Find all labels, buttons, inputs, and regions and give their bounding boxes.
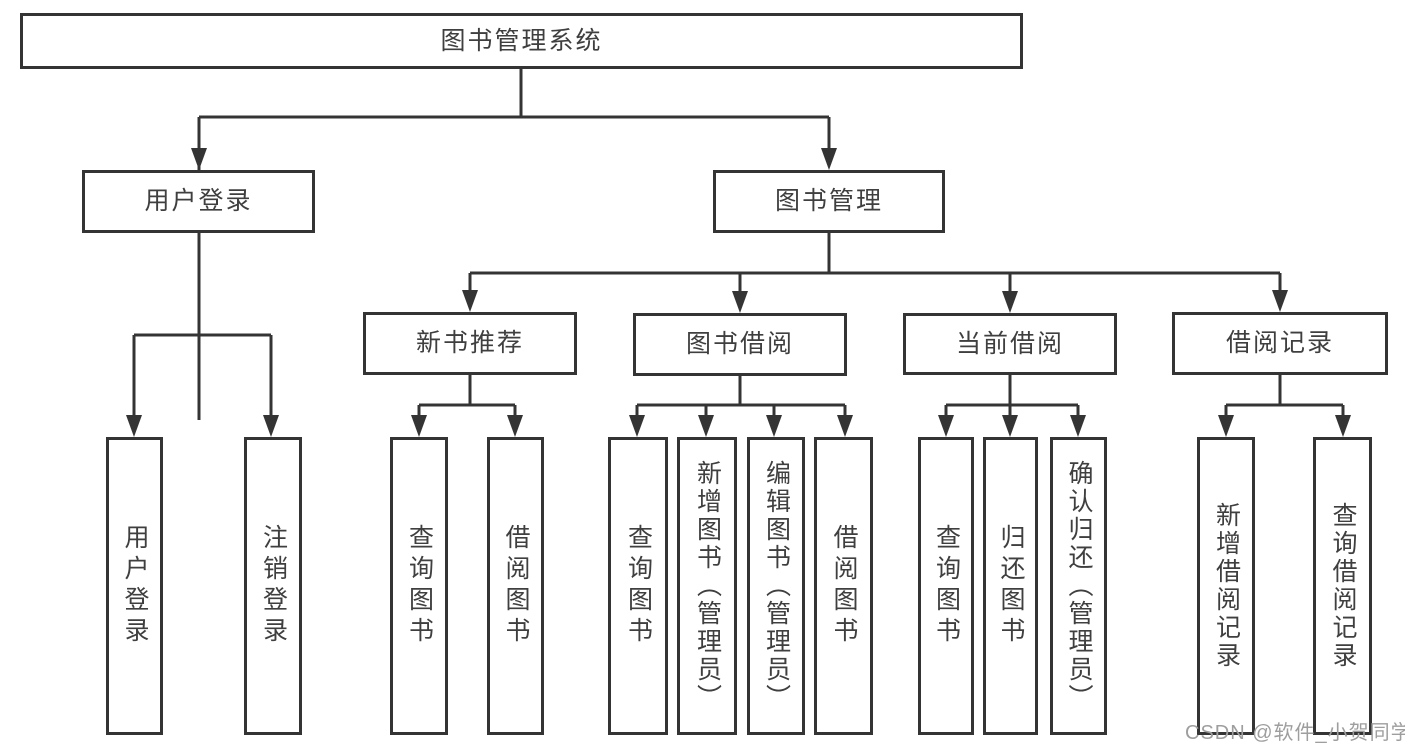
node-label: 借阅记录 [1225, 329, 1334, 357]
leaf-confirm-return-admin: 确认归还（管理员） [1050, 437, 1107, 735]
csdn-watermark: CSDN @软件_小贺同学 [1185, 722, 1405, 744]
node-label: 图书管理系统 [440, 26, 603, 55]
leaf-logout: 注销登录 [244, 437, 302, 735]
node-borrow-record: 借阅记录 [1172, 312, 1388, 375]
leaf-return-book: 归还图书 [983, 437, 1038, 735]
node-label: 图书借阅 [685, 330, 794, 358]
node-label: 新增图书（管理员） [693, 460, 722, 712]
node-label: 查询借阅记录 [1329, 502, 1357, 670]
leaf-add-book-admin: 新增图书（管理员） [677, 437, 737, 735]
node-label: 用户登录 [121, 524, 149, 648]
node-label: 用户登录 [144, 187, 253, 215]
node-label: 注销登录 [259, 524, 288, 648]
node-label: 借阅图书 [502, 524, 530, 648]
node-book-borrow: 图书借阅 [633, 313, 847, 376]
leaf-query-book: 查询图书 [918, 437, 974, 735]
node-label: 查询图书 [932, 524, 961, 648]
leaf-borrow-book: 借阅图书 [487, 437, 544, 735]
node-book-management: 图书管理 [713, 170, 945, 233]
node-label: 查询图书 [624, 524, 653, 648]
node-label: 新增借阅记录 [1212, 502, 1241, 670]
leaf-user-login: 用户登录 [106, 437, 163, 735]
node-label: 查询图书 [405, 524, 434, 648]
node-label: 归还图书 [997, 524, 1025, 648]
leaf-query-book: 查询图书 [608, 437, 668, 735]
leaf-add-borrow-record: 新增借阅记录 [1197, 437, 1255, 735]
leaf-edit-book-admin: 编辑图书（管理员） [747, 437, 805, 735]
node-label: 新书推荐 [415, 329, 524, 357]
node-label: 确认归还（管理员） [1065, 460, 1093, 712]
node-library-management-system: 图书管理系统 [20, 13, 1023, 69]
node-label: 借阅图书 [830, 524, 858, 648]
node-label: 当前借阅 [955, 329, 1064, 358]
leaf-borrow-book: 借阅图书 [814, 437, 873, 735]
node-label: 编辑图书（管理员） [762, 460, 791, 712]
leaf-query-borrow-record: 查询借阅记录 [1313, 437, 1372, 735]
node-new-book-recommend: 新书推荐 [363, 312, 577, 375]
leaf-query-book: 查询图书 [390, 437, 448, 735]
node-user-login: 用户登录 [82, 170, 315, 233]
node-current-borrow: 当前借阅 [903, 313, 1117, 375]
node-label: 图书管理 [774, 187, 883, 215]
